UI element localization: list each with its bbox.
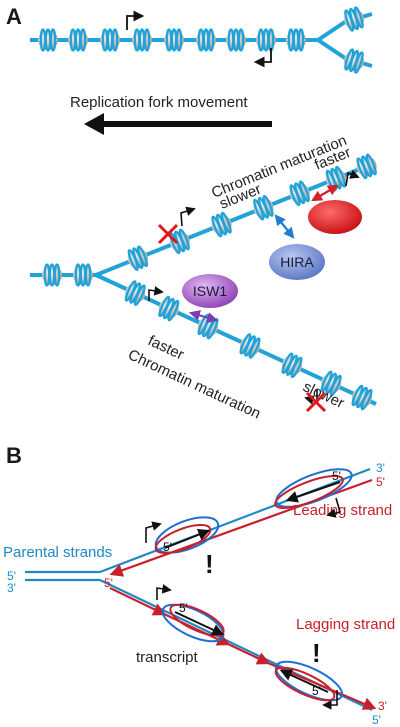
bubble-top-right-5: 5' bbox=[332, 469, 341, 483]
parental-strands-label: Parental strands bbox=[3, 544, 112, 561]
nucleosome-icon bbox=[239, 333, 261, 359]
promoter-arrow-top bbox=[126, 10, 145, 30]
hira-protein-icon bbox=[269, 244, 325, 280]
lower-chromatin-maturation-label: Chromatin maturation bbox=[125, 346, 263, 422]
transcription-bubble-lower-right bbox=[274, 660, 344, 710]
red-protein-arrow bbox=[311, 184, 339, 202]
bubble-lower-right-5: 5' bbox=[312, 684, 321, 698]
collision-exclaim-bottom: ! bbox=[312, 638, 321, 668]
nucleosome-icon bbox=[289, 180, 310, 206]
hira-label: HIRA bbox=[280, 254, 314, 270]
fork-movement-label: Replication fork movement bbox=[70, 94, 248, 111]
nucleosome-icon bbox=[68, 28, 88, 52]
nucleosome-icon bbox=[286, 28, 306, 52]
promoter-arrow-lower-left bbox=[148, 286, 164, 301]
nucleosome-icon bbox=[124, 280, 146, 306]
nucleosome-icon bbox=[344, 6, 364, 32]
lagging-end-5-label: 5' bbox=[372, 713, 381, 727]
nucleosome-icon bbox=[73, 263, 93, 287]
isw1-label: ISW1 bbox=[193, 283, 227, 299]
nucleosome-icon bbox=[100, 28, 120, 52]
isw1-arrow bbox=[188, 310, 219, 323]
nucleosome-icon bbox=[344, 48, 364, 74]
nucleosome-icon bbox=[42, 263, 62, 287]
promoter-arrow-upper-right bbox=[345, 169, 360, 187]
nucleosome-icon bbox=[281, 352, 303, 379]
nucleosome-icon bbox=[211, 211, 232, 238]
nucleosome-icon bbox=[158, 295, 180, 322]
transcription-bubble-middle-left bbox=[145, 516, 220, 554]
lagging-end-3-label: 3' bbox=[378, 699, 387, 713]
promoter-arrow-upper-left bbox=[180, 206, 196, 227]
isw1-protein-icon bbox=[182, 274, 238, 308]
nucleosome-icon bbox=[38, 28, 58, 52]
transcription-bubble-lower-left bbox=[156, 584, 225, 643]
lagging-strand-label: Lagging strand bbox=[296, 616, 395, 633]
panel-a-label: A bbox=[6, 4, 22, 29]
transcription-bubble-top-right bbox=[274, 468, 353, 518]
nucleosome-icon bbox=[127, 245, 149, 271]
bubble-lower-left-5: 5' bbox=[179, 601, 188, 615]
nucleosome-icon bbox=[320, 370, 342, 397]
parental-5-label: 5' bbox=[7, 569, 16, 583]
lagging-5-label: 5' bbox=[104, 576, 113, 590]
replication-fork-a bbox=[30, 153, 377, 411]
nucleosome-icon bbox=[132, 28, 152, 52]
inhibition-cross-lower bbox=[305, 391, 327, 413]
fork-movement-arrowhead bbox=[84, 113, 104, 135]
transcript-label: transcript bbox=[136, 649, 199, 666]
nucleosome-icon bbox=[325, 165, 347, 192]
nucleosome-icon bbox=[356, 153, 377, 180]
leading-5-label: 5' bbox=[376, 475, 385, 489]
inhibition-cross-upper bbox=[157, 223, 179, 245]
nucleosome-icon bbox=[164, 28, 184, 52]
promoter-arrow-bottom bbox=[253, 48, 272, 68]
nucleosome-icon bbox=[351, 384, 373, 411]
parental-3-label: 3' bbox=[7, 581, 16, 595]
leading-strand-label: Leading strand bbox=[293, 502, 392, 519]
nucleosome-icon bbox=[196, 28, 216, 52]
bubble-middle-left-5: 5' bbox=[163, 540, 172, 554]
panel-b-label: B bbox=[6, 443, 22, 468]
nucleosome-icon bbox=[226, 28, 246, 52]
nucleosome-icon bbox=[256, 28, 276, 52]
leading-3-label: 3' bbox=[376, 461, 385, 475]
collision-exclaim-top: ! bbox=[205, 549, 214, 579]
nucleosome-icon bbox=[253, 195, 274, 221]
top-chromatin bbox=[30, 6, 373, 74]
hira-arrow bbox=[274, 214, 295, 239]
red-protein-icon bbox=[308, 200, 362, 234]
